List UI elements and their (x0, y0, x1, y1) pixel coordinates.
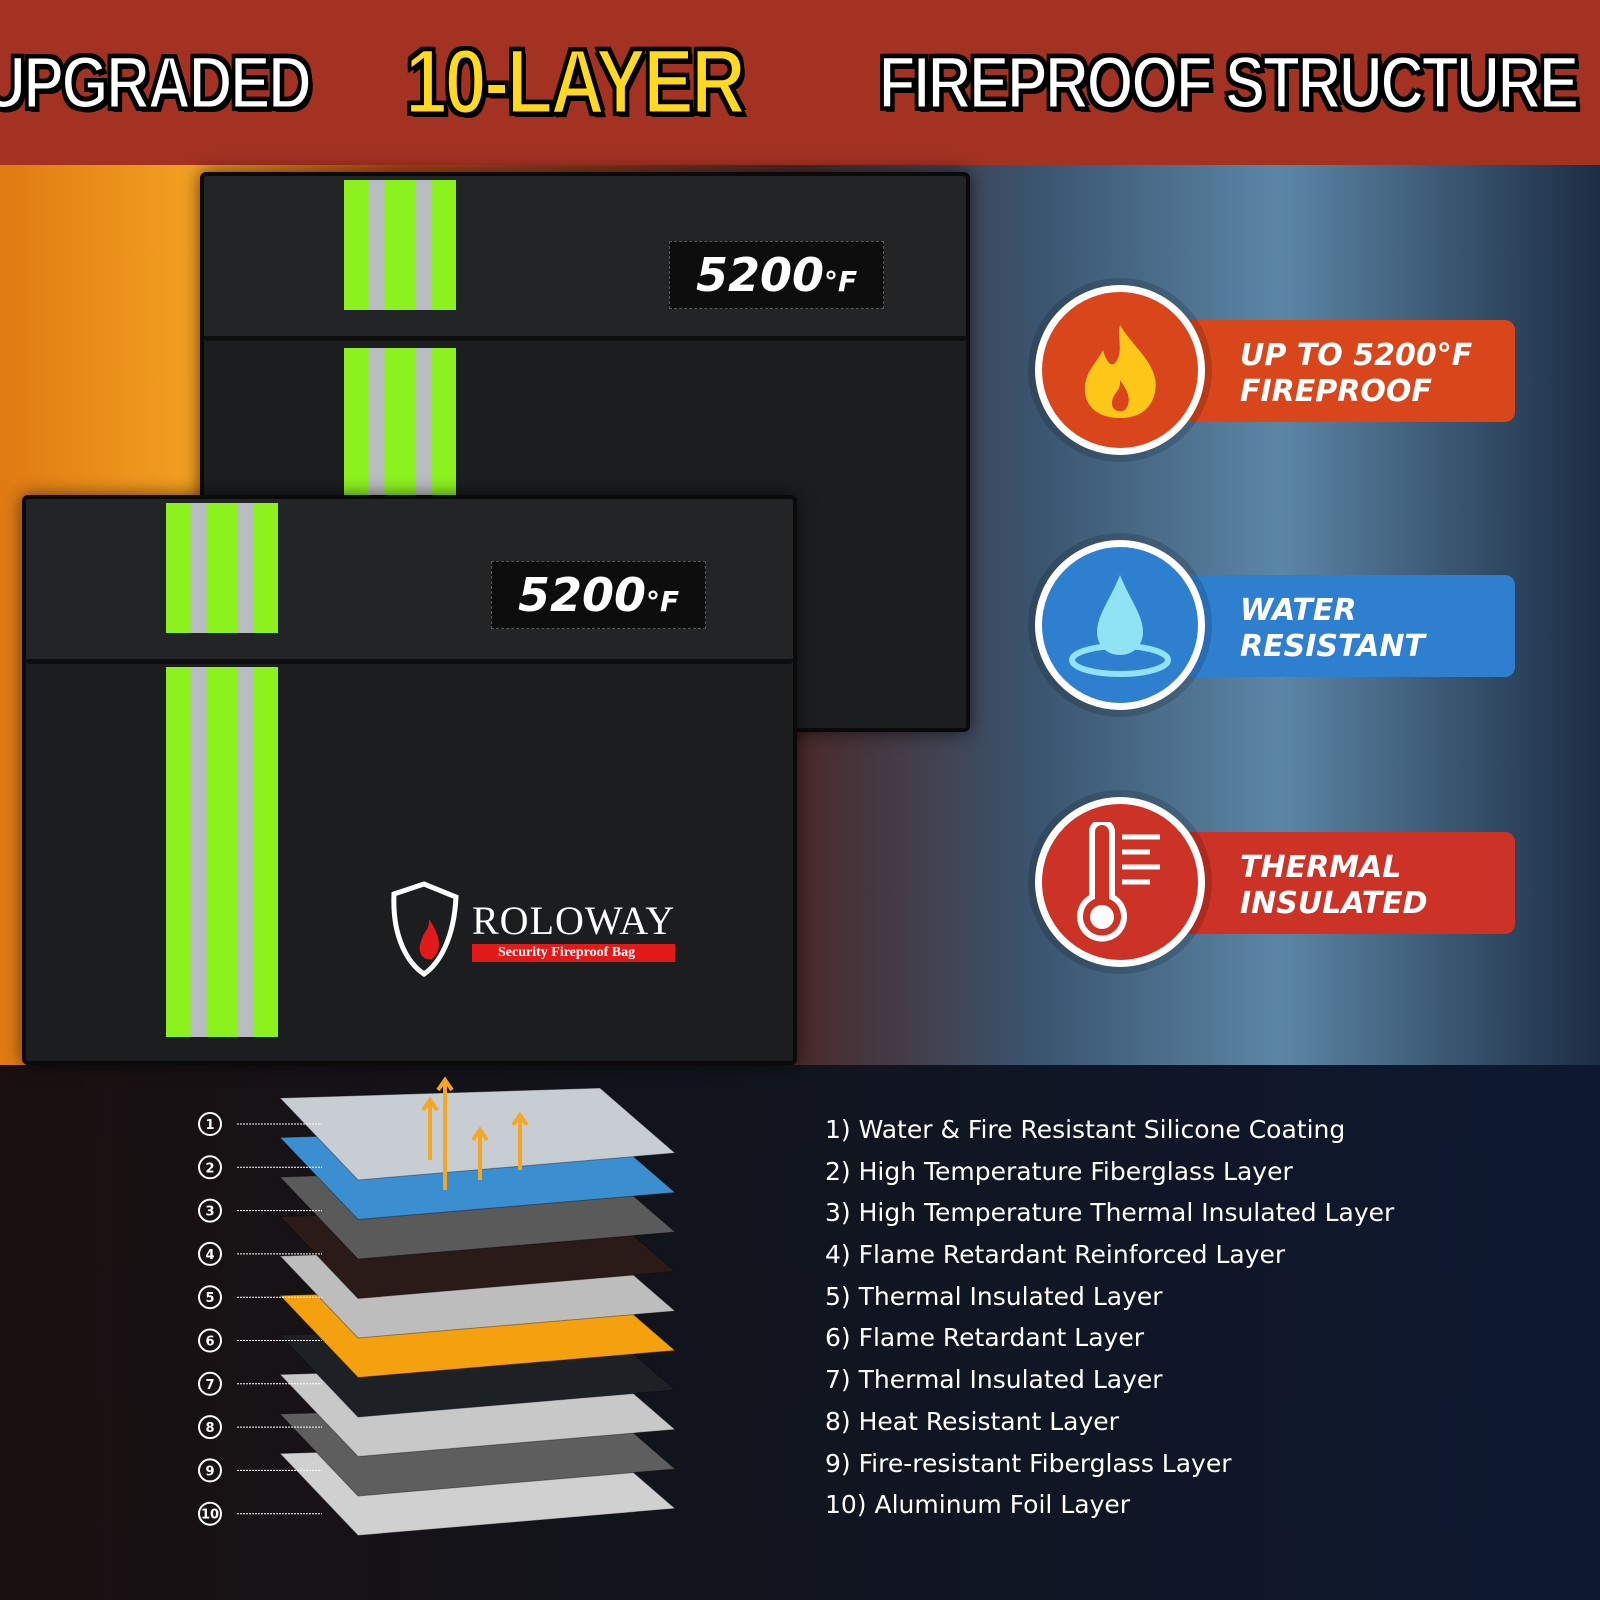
legend-item: 4) Flame Retardant Reinforced Layer (825, 1240, 1286, 1270)
temperature-tag: 5200°F (491, 561, 707, 629)
legend-item: 9) Fire-resistant Fiberglass Layer (825, 1448, 1232, 1478)
dark-background (0, 1065, 1600, 1600)
feature-line2: INSULATED (1240, 886, 1428, 921)
title-fireproof-structure: FIREPROOF STRUCTURE (878, 40, 1581, 126)
water-drop-icon (1035, 540, 1205, 710)
layer-marker-circle (198, 1241, 222, 1266)
layer-marker-circle (198, 1415, 222, 1440)
layer-marker-circle (198, 1285, 222, 1310)
layer-marker: 7 (205, 1378, 214, 1393)
heat-arrow-icon (421, 1096, 439, 1160)
layer-marker: 3 (205, 1205, 214, 1220)
title-upgraded: UPGRADED (0, 40, 314, 126)
temperature-value: 5200 (696, 248, 825, 302)
layer-marker-circle (198, 1501, 222, 1526)
legend-item: 7) Thermal Insulated Layer (825, 1365, 1163, 1395)
fireproof-bag-back: 5200°F (200, 172, 970, 732)
reflective-stripe (344, 348, 456, 508)
legend-item: 5) Thermal Insulated Layer (825, 1281, 1163, 1311)
legend-item: 1) Water & Fire Resistant Silicone Coati… (825, 1115, 1346, 1144)
temperature-unit: °F (646, 585, 680, 618)
layer-marker: 2 (205, 1161, 214, 1176)
layer-legend: 1) Water & Fire Resistant Silicone Coati… (825, 1115, 1394, 1532)
layer-marker-circle (198, 1458, 222, 1483)
thermometer-icon (1035, 797, 1205, 967)
layer-marker: 8 (205, 1421, 214, 1436)
flame-icon (1035, 285, 1205, 455)
legend-item: 6) Flame Retardant Layer (825, 1323, 1145, 1353)
legend-item: 10) Aluminum Foil Layer (825, 1490, 1131, 1520)
header-banner: UPGRADED 10-LAYER FIREPROOF STRUCTURE (0, 0, 1600, 165)
layer-diagram: 1 2 3 4 5 6 7 8 9 10 (198, 1076, 677, 1537)
layer-marker: 10 (201, 1508, 219, 1523)
feature-line1: THERMAL (1240, 850, 1402, 885)
layer-marker-circle (198, 1328, 222, 1353)
shield-flame-icon (391, 881, 459, 978)
layer-marker: 9 (205, 1464, 214, 1479)
heat-arrow-icon (511, 1111, 529, 1170)
feature-line2: RESISTANT (1240, 629, 1425, 664)
reflective-stripe (166, 667, 278, 1037)
layer-marker: 1 (205, 1118, 214, 1133)
layer-marker-circle (198, 1155, 222, 1180)
layer-marker: 4 (205, 1248, 214, 1263)
legend-item: 3) High Temperature Thermal Insulated La… (825, 1198, 1395, 1228)
legend-item: 2) High Temperature Fiberglass Layer (825, 1156, 1293, 1186)
layer-marker-circle (198, 1112, 222, 1136)
layer-marker-circle (198, 1371, 222, 1396)
brand-tagline: Security Fireproof Bag (472, 943, 676, 962)
temperature-tag: 5200°F (669, 241, 885, 309)
reflective-stripe (166, 503, 278, 633)
heat-arrow-icon (436, 1076, 454, 1190)
layer-marker-circle (198, 1198, 222, 1223)
title-10-layer: 10-LAYER (404, 30, 747, 135)
feature-line2: FIREPROOF (1240, 374, 1432, 409)
temperature-value: 5200 (518, 568, 647, 622)
layer-marker: 5 (205, 1291, 214, 1306)
brand-name: ROLOWAY (472, 897, 676, 943)
reflective-stripe (344, 180, 456, 310)
layer-marker: 6 (205, 1335, 214, 1350)
feature-line1: WATER (1240, 593, 1357, 628)
feature-line1: UP TO 5200°F (1240, 338, 1473, 373)
heat-arrow-icon (471, 1126, 489, 1180)
legend-item: 8) Heat Resistant Layer (825, 1406, 1119, 1436)
temperature-unit: °F (824, 265, 858, 298)
